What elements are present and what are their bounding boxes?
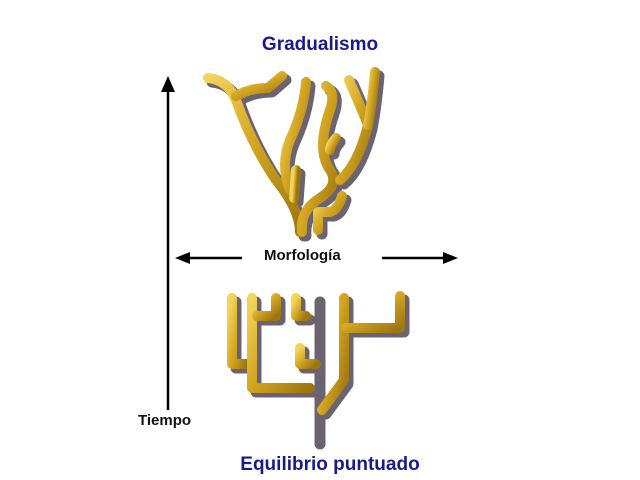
morphology-axis-right-arrow — [382, 252, 458, 264]
morphology-axis-left-arrow — [175, 252, 242, 264]
bottom-title: Equilibrio puntuado — [240, 454, 420, 475]
arrow-up-icon — [161, 76, 175, 92]
arrow-right-icon — [443, 252, 458, 264]
punctuated-equilibrium-tree — [227, 291, 410, 450]
top-title: Gradualismo — [261, 34, 379, 55]
time-label: Tiempo — [138, 412, 192, 429]
gradualism-tree — [203, 67, 385, 242]
time-axis-arrow — [161, 76, 175, 410]
arrow-left-icon — [175, 252, 190, 264]
morphology-label: Morfología — [264, 247, 341, 264]
